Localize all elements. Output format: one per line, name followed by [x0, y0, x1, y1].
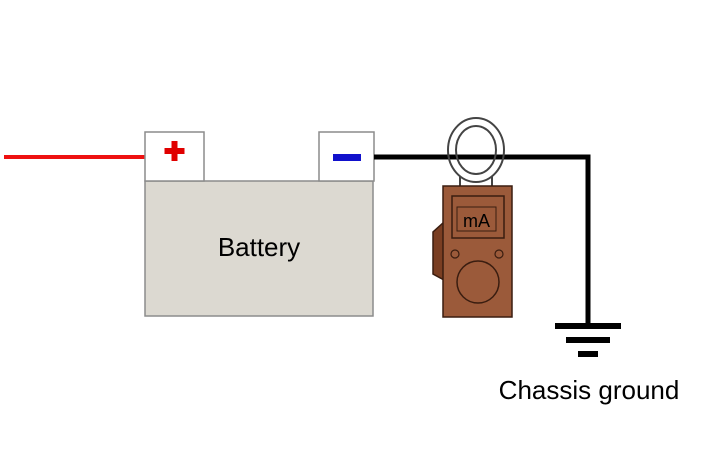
battery-body: [144, 180, 374, 317]
clamp-meter-jack-right: [494, 249, 504, 259]
ground-label: Chassis ground: [499, 375, 680, 405]
negative-wire: [374, 154, 591, 323]
battery-label: Battery: [218, 232, 300, 262]
positive-terminal-plus-icon: [164, 141, 185, 161]
clamp-meter: mA: [432, 185, 513, 318]
ground-symbol-icon: [555, 323, 621, 357]
clamp-meter-reading: mA: [463, 211, 490, 231]
clamp-meter-display-window: [456, 206, 497, 232]
clamp-jaw: [447, 117, 505, 186]
negative-terminal-minus-icon: [333, 154, 361, 161]
clamp-meter-jack-left: [450, 249, 460, 259]
clamp-meter-dial: [456, 260, 500, 304]
